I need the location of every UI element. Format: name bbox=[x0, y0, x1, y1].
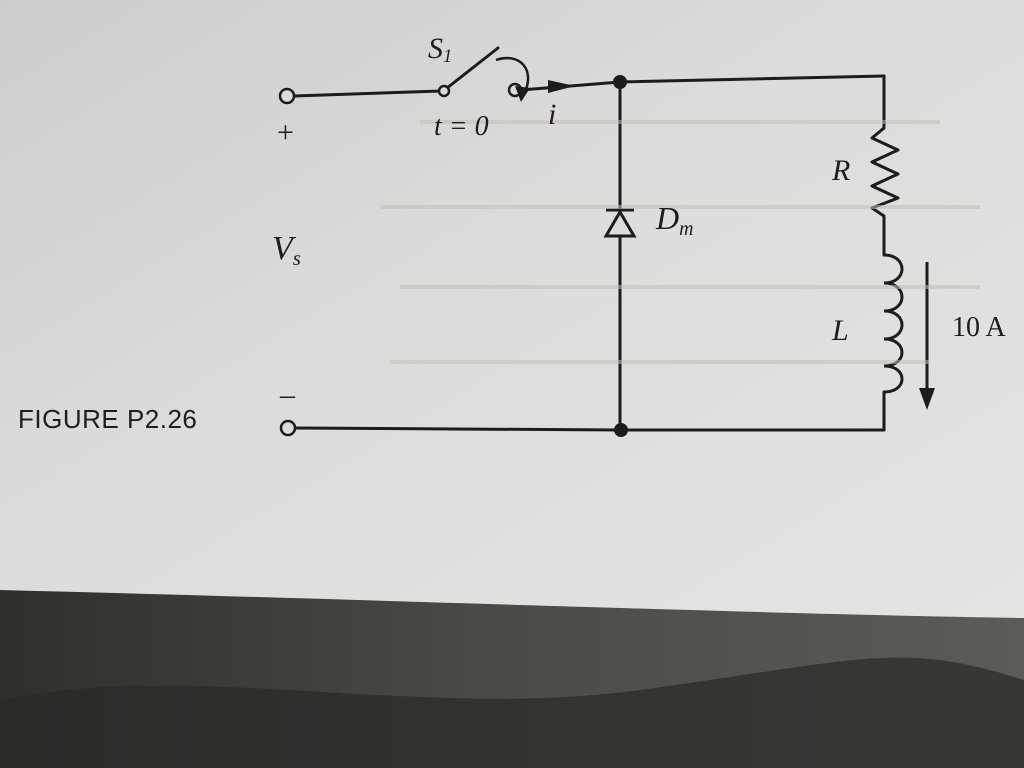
inductor-icon bbox=[883, 253, 904, 394]
minus-sign: – bbox=[280, 378, 295, 411]
diode-label: Dm bbox=[656, 200, 694, 240]
circuit-wires bbox=[292, 46, 886, 432]
resistor-icon bbox=[870, 126, 900, 218]
bleed-through-line bbox=[380, 205, 980, 209]
switch-arc bbox=[495, 57, 530, 95]
negative-terminal bbox=[279, 419, 297, 437]
load-current-label: 10 A bbox=[952, 312, 1006, 343]
resistor-label: R bbox=[832, 154, 851, 187]
wire-top-left bbox=[292, 89, 443, 98]
switch-pole bbox=[437, 84, 451, 98]
bleed-through-line bbox=[400, 285, 980, 289]
source-voltage-label: Vs bbox=[272, 230, 301, 270]
terminals bbox=[278, 82, 523, 437]
freewheeling-diode bbox=[603, 208, 637, 238]
fabric-shadow bbox=[0, 657, 1024, 768]
wire-bottom-left bbox=[293, 426, 623, 432]
wire-top-rail bbox=[618, 74, 886, 84]
switch-arc-head bbox=[515, 86, 530, 102]
paper-sheet bbox=[0, 0, 1024, 618]
inductor-label: L bbox=[832, 314, 849, 347]
bleed-through-line bbox=[390, 360, 930, 364]
plus-sign: + bbox=[277, 116, 294, 149]
switch-label: S1 bbox=[428, 32, 453, 67]
load-current-arrow-icon bbox=[919, 388, 935, 410]
switch-blade bbox=[445, 46, 500, 90]
positive-terminal bbox=[278, 87, 296, 105]
junction-bottom bbox=[614, 423, 628, 437]
current-arrow-icon bbox=[548, 80, 575, 93]
bleed-through-line bbox=[420, 120, 940, 124]
junction-top bbox=[613, 75, 627, 89]
figure-caption: FIGURE P2.26 bbox=[18, 404, 198, 434]
switch-action-arrow bbox=[495, 57, 530, 95]
switch-time-label: t = 0 bbox=[434, 111, 489, 142]
current-label: i bbox=[548, 98, 557, 131]
diode-triangle bbox=[603, 209, 637, 238]
